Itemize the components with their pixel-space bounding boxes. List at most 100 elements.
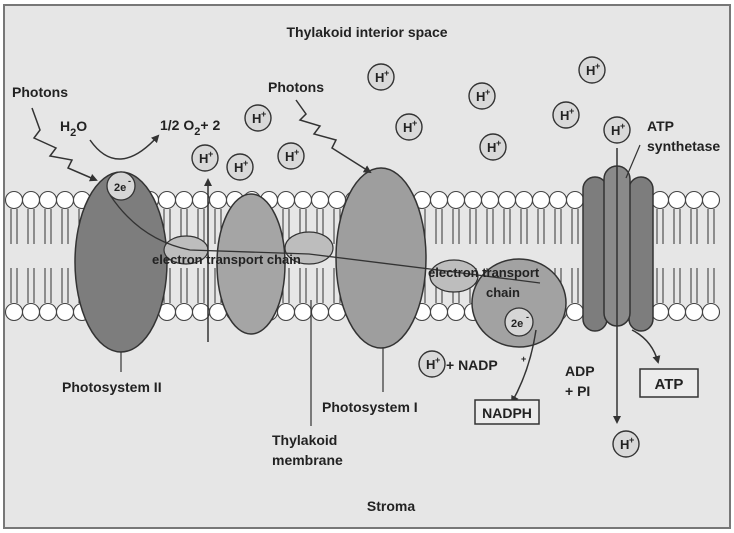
hydrogen-ion: H+	[396, 114, 422, 140]
lipid-head	[686, 304, 703, 321]
lipid-head	[6, 304, 23, 321]
hydrogen-ion: H+	[245, 105, 271, 131]
photosystem-i-shape	[336, 168, 426, 348]
lipid-head	[329, 192, 346, 209]
nadp-label: + NADP	[446, 357, 498, 373]
lipid-head	[669, 192, 686, 209]
hydrogen-ion: H+	[469, 83, 495, 109]
lipid-head	[686, 192, 703, 209]
photons-left-label: Photons	[12, 84, 68, 100]
lipid-head	[482, 192, 499, 209]
lipid-head	[193, 192, 210, 209]
hydrogen-ion-charge: +	[412, 118, 417, 128]
hydrogen-ion-symbol: H	[375, 70, 384, 85]
lipid-head	[193, 304, 210, 321]
hydrogen-ion: H+	[227, 154, 253, 180]
hydrogen-ion-charge: +	[620, 121, 625, 131]
hydrogen-ion-symbol: H	[560, 108, 569, 123]
electron-pair-lower-sign: -	[526, 312, 529, 322]
etc-right-label-line1: electron transport	[428, 265, 540, 280]
lipid-head	[567, 304, 584, 321]
lipid-head	[57, 192, 74, 209]
adp-label-line2: + PI	[565, 383, 590, 399]
lipid-head	[23, 192, 40, 209]
lipid-head	[431, 192, 448, 209]
interior-space-label: Thylakoid interior space	[286, 24, 447, 40]
hydrogen-ion-charge: +	[243, 158, 248, 168]
lipid-head	[312, 192, 329, 209]
lipid-head	[516, 192, 533, 209]
electron-pair-upper-label: 2e	[114, 182, 126, 194]
lipid-head	[6, 192, 23, 209]
atp-synthetase-label-line2: synthetase	[647, 138, 720, 154]
lipid-head	[567, 192, 584, 209]
atp-synthetase-label-line1: ATP	[647, 118, 674, 134]
hydrogen-ion: H+	[613, 431, 639, 457]
electron-pair-lower-label: 2e	[511, 318, 523, 330]
nadp-charge: +	[521, 354, 526, 364]
lipid-head	[23, 304, 40, 321]
hydrogen-ion: H+	[480, 134, 506, 160]
hydrogen-ion-symbol: H	[586, 63, 595, 78]
lipid-head	[295, 192, 312, 209]
lipid-head	[57, 304, 74, 321]
lipid-head	[703, 304, 720, 321]
hydrogen-ion-charge: +	[595, 61, 600, 71]
hydrogen-ion-charge: +	[629, 435, 634, 445]
hydrogen-ion-symbol: H	[476, 89, 485, 104]
lipid-head	[669, 304, 686, 321]
hydrogen-ion-symbol: H	[285, 149, 294, 164]
hydrogen-ion-symbol: H	[199, 151, 208, 166]
electron-pair-lower: 2e -	[505, 308, 533, 336]
electron-pair-upper: 2e -	[107, 172, 135, 200]
hydrogen-ion-charge: +	[294, 147, 299, 157]
hydrogen-ion: H+	[419, 351, 445, 377]
stroma-label: Stroma	[367, 498, 415, 514]
lipid-head	[312, 304, 329, 321]
lipid-head	[652, 304, 669, 321]
adp-label-line1: ADP	[565, 363, 595, 379]
electron-pair-upper-sign: -	[128, 176, 131, 186]
hydrogen-ion-symbol: H	[234, 160, 243, 175]
hydrogen-ion-symbol: H	[403, 120, 412, 135]
hydrogen-ion: H+	[278, 143, 304, 169]
hydrogen-ion: H+	[192, 145, 218, 171]
photosystem-ii-label: Photosystem II	[62, 379, 162, 395]
etc-right-label-line2: chain	[486, 285, 520, 300]
hydrogen-ion: H+	[579, 57, 605, 83]
lipid-head	[278, 304, 295, 321]
lipid-head	[652, 192, 669, 209]
lipid-head	[499, 192, 516, 209]
lipid-head	[703, 192, 720, 209]
etc-left-label: electron transport chain	[152, 252, 301, 267]
atp-synthetase-right-column	[629, 177, 653, 331]
hydrogen-ion-charge: +	[496, 138, 501, 148]
lipid-head	[431, 304, 448, 321]
lipid-head	[448, 304, 465, 321]
hydrogen-ion: H+	[368, 64, 394, 90]
lipid-head	[40, 304, 57, 321]
hydrogen-ion-symbol: H	[487, 140, 496, 155]
lipid-head	[278, 192, 295, 209]
lipid-head	[159, 192, 176, 209]
hydrogen-ion-symbol: H	[252, 111, 261, 126]
photons-middle-label: Photons	[268, 79, 324, 95]
hydrogen-ion-charge: +	[208, 149, 213, 159]
hydrogen-ion-symbol: H	[620, 437, 629, 452]
hydrogen-ion-charge: +	[261, 109, 266, 119]
hydrogen-ion-charge: +	[435, 355, 440, 365]
lipid-head	[448, 192, 465, 209]
thylakoid-membrane-label-line1: Thylakoid	[272, 432, 337, 448]
hydrogen-ion-charge: +	[569, 106, 574, 116]
hydrogen-ion-charge: +	[485, 87, 490, 97]
lipid-head	[210, 192, 227, 209]
hydrogen-ion-symbol: H	[611, 123, 620, 138]
atp-label: ATP	[655, 376, 684, 393]
lipid-head	[295, 304, 312, 321]
lipid-head	[40, 192, 57, 209]
photosystem-i-label: Photosystem I	[322, 399, 418, 415]
lipid-head	[176, 304, 193, 321]
nadph-label: NADPH	[482, 405, 532, 421]
